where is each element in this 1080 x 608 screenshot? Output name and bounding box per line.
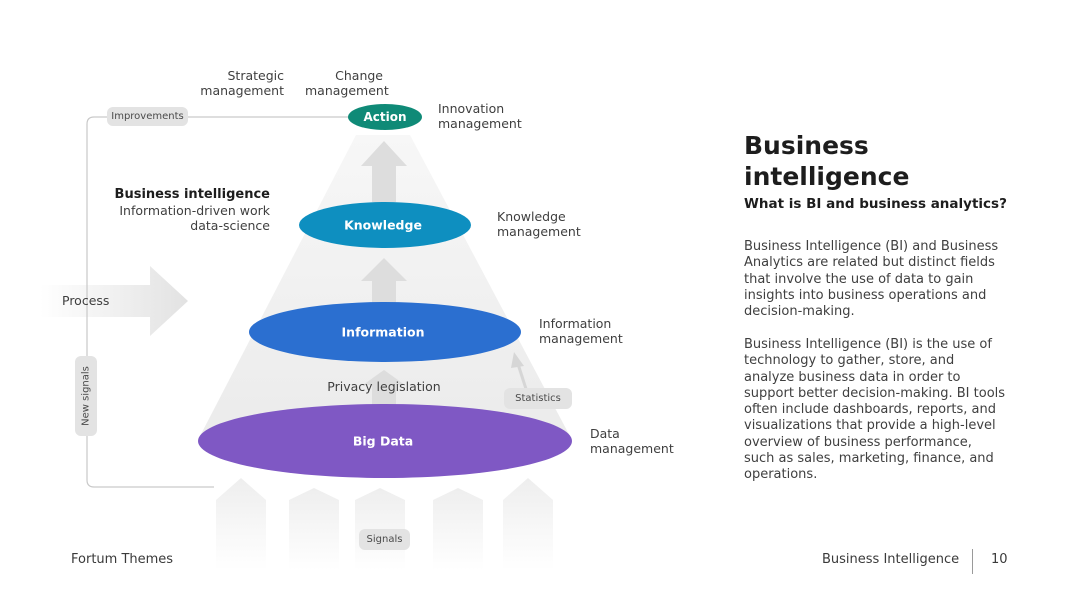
information-ellipse (249, 302, 521, 362)
bi-block-title: Business intelligence (114, 187, 270, 202)
panel-title: Business intelligence (744, 131, 910, 191)
level-action: Action (363, 110, 407, 124)
level-arrows (361, 141, 407, 412)
footer-page-number: 10 (991, 552, 1008, 567)
statistics-arrow (511, 352, 529, 393)
bi-pyramid-diagram (40, 104, 572, 570)
privacy-legislation-label: Privacy legislation (327, 379, 441, 394)
bi-block-line2: data-science (190, 218, 270, 233)
new-signals-pill: New signals (75, 356, 97, 436)
level-big-data: Big Data (352, 433, 414, 449)
big-data-ellipse (198, 404, 572, 478)
panel-paragraph-2: Business Intelligence (BI) is the use of… (744, 337, 1006, 483)
panel-paragraph-1: Business Intelligence (BI) and Business … (744, 239, 999, 320)
knowledge-ellipse (299, 202, 471, 248)
bi-block: Business intelligence Information-driven… (110, 187, 270, 233)
level-information: Information (341, 324, 425, 340)
feedback-loop-line (86, 116, 350, 488)
level-knowledge: Knowledge (344, 217, 422, 233)
process-label: Process (62, 293, 110, 308)
signals-pill: Signals (359, 529, 410, 550)
action-ellipse (348, 104, 422, 130)
bi-block-line1: Information-driven work (119, 203, 270, 218)
improvements-pill: Improvements (107, 107, 188, 126)
footer-divider (972, 549, 973, 574)
statistics-pill: Statistics (504, 388, 572, 409)
footer-section-title: Business Intelligence (822, 552, 960, 567)
footer-brand: Fortum Themes (71, 552, 174, 567)
process-arrow (40, 266, 188, 336)
panel-subtitle: What is BI and business analytics? (744, 196, 1007, 212)
signal-arrows (216, 478, 553, 570)
